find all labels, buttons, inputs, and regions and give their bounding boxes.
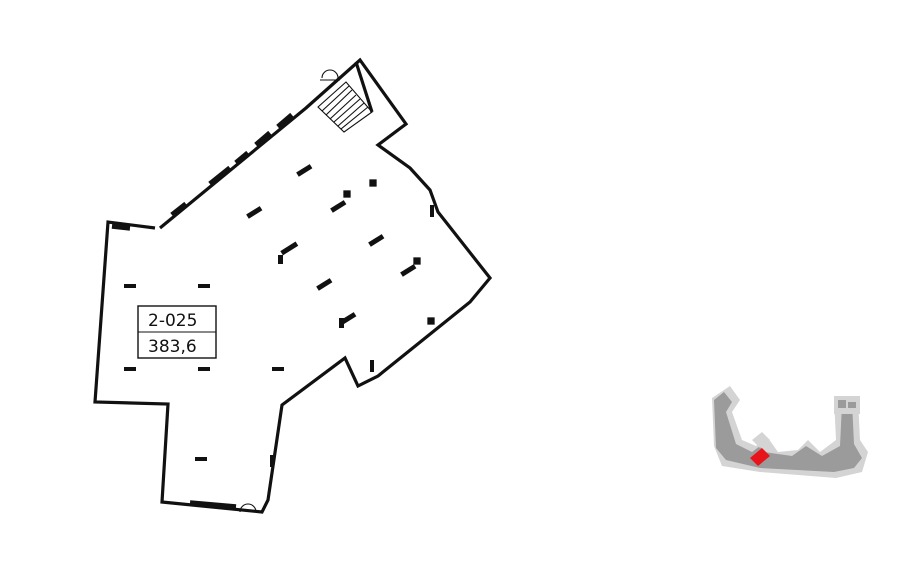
door-north[interactable]: [320, 69, 340, 81]
unit-area: 383,6: [148, 337, 197, 357]
unit-label[interactable]: 2-025 383,6: [137, 305, 217, 359]
key-plan: [712, 386, 868, 478]
staircase: [317, 61, 374, 133]
highlighted-unit: [750, 448, 770, 466]
structural-columns: [124, 164, 435, 467]
door-south[interactable]: [239, 503, 257, 513]
unit-id: 2-025: [148, 311, 197, 331]
facade-windows: [111, 112, 294, 510]
outer-walls: [93, 57, 493, 514]
